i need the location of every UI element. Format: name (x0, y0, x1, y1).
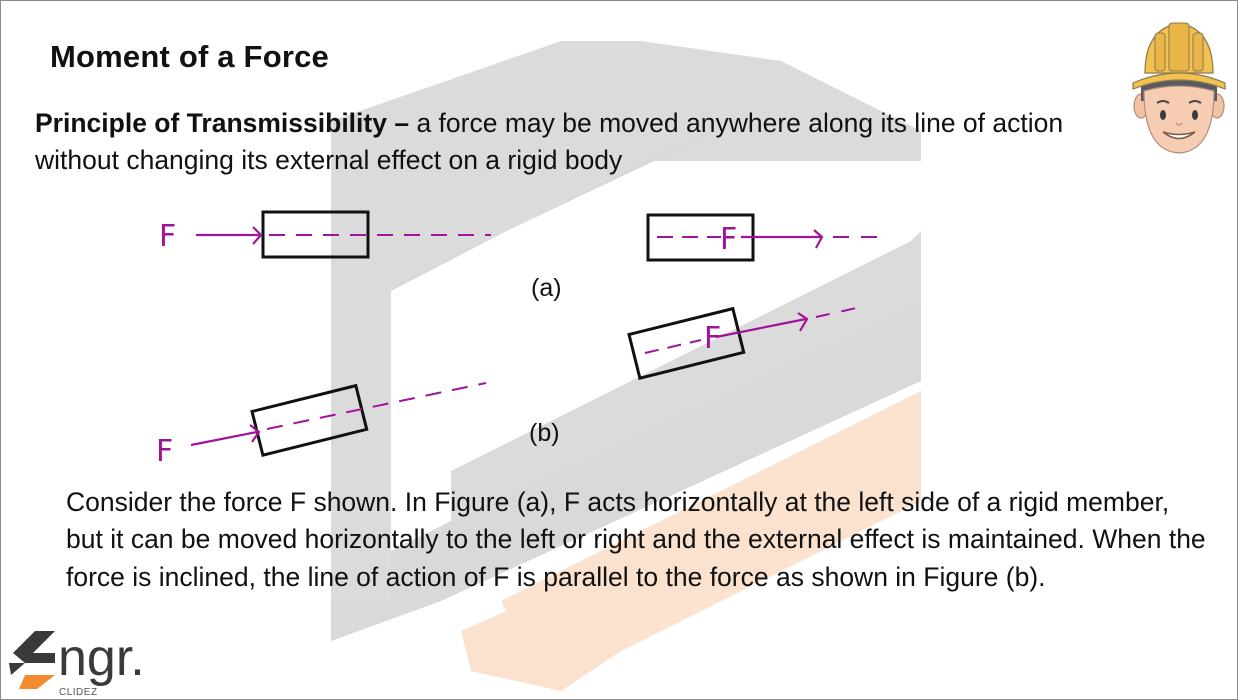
figure-b-label: (b) (529, 419, 560, 447)
force-label-a-right: F (720, 222, 737, 257)
engr-logo-icon: ngr. (9, 629, 145, 689)
figure-a-right: F (646, 213, 881, 262)
figure-b-left: F (156, 382, 487, 469)
principle-definition: a force may be moved anywhere along its … (35, 108, 1064, 175)
explanation-text: Consider the force F shown. In Figure (a… (66, 487, 1206, 592)
figure-a-label: (a) (531, 274, 562, 302)
principle-term: Principle of Transmissibility – (35, 108, 410, 138)
force-label-b-left: F (156, 434, 173, 469)
engineer-mascot-icon (1132, 22, 1226, 154)
figure-b-right: F (627, 306, 862, 380)
force-label-b-right: F (704, 321, 721, 356)
force-label-a-left: F (159, 219, 176, 254)
figure-a-left: F (159, 210, 491, 259)
logo-subtext: CLIDEZ (59, 687, 98, 698)
principle-statement: Principle of Transmissibility – a force … (35, 105, 1125, 179)
slide-title: Moment of a Force (50, 39, 329, 74)
logo-text: ngr. (58, 629, 145, 687)
